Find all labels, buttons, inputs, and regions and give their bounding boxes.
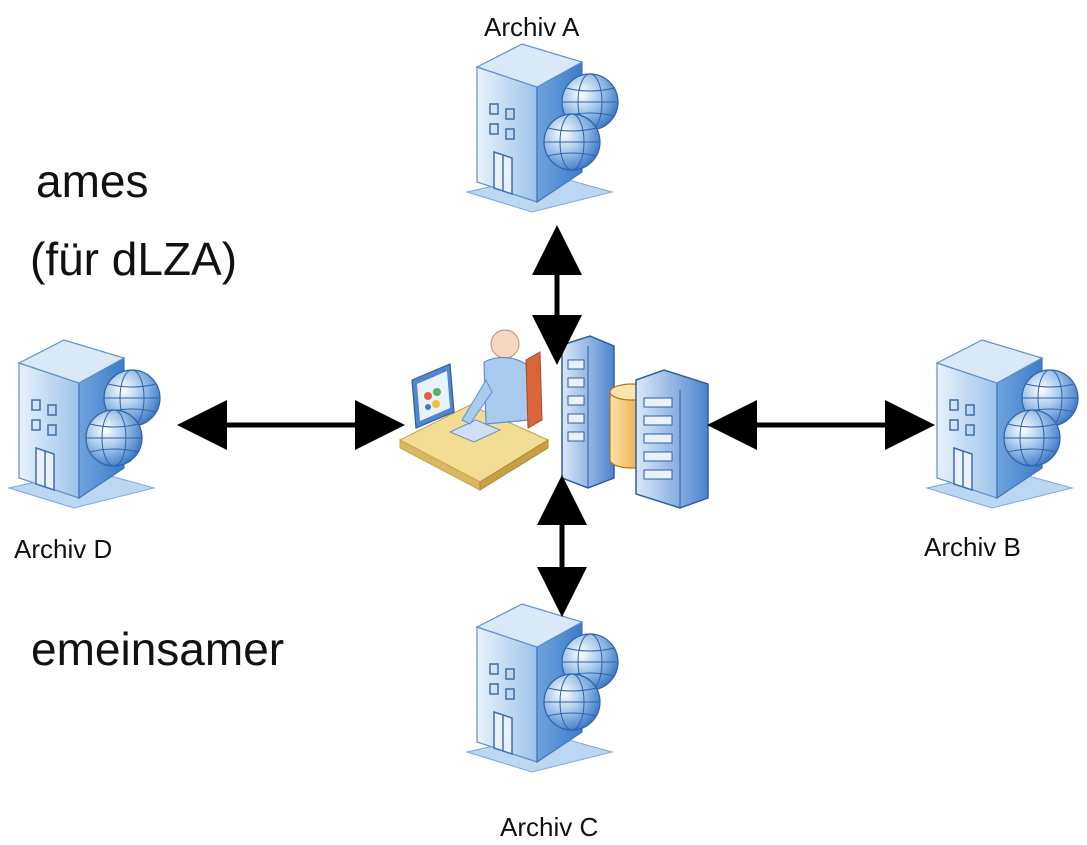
archive-c-label: Archiv C: [500, 812, 599, 842]
server-rack-2-icon: [635, 369, 709, 509]
archive-c-building-icon: [466, 603, 619, 773]
archive-a-building-icon: [466, 43, 619, 213]
archive-d-label: Archiv D: [14, 534, 113, 564]
slide-text-line-1: ames: [36, 155, 149, 207]
slide-text-line-3: emeinsamer: [31, 623, 285, 675]
workstation-icon: [398, 329, 550, 491]
archive-d-building-icon: [8, 339, 161, 509]
archive-a-label: Archiv A: [484, 12, 580, 42]
slide-text-line-2: (für dLZA): [30, 233, 238, 285]
server-icon: [561, 335, 615, 489]
archive-b-label: Archiv B: [924, 532, 1021, 562]
archive-b-building-icon: [926, 339, 1079, 509]
